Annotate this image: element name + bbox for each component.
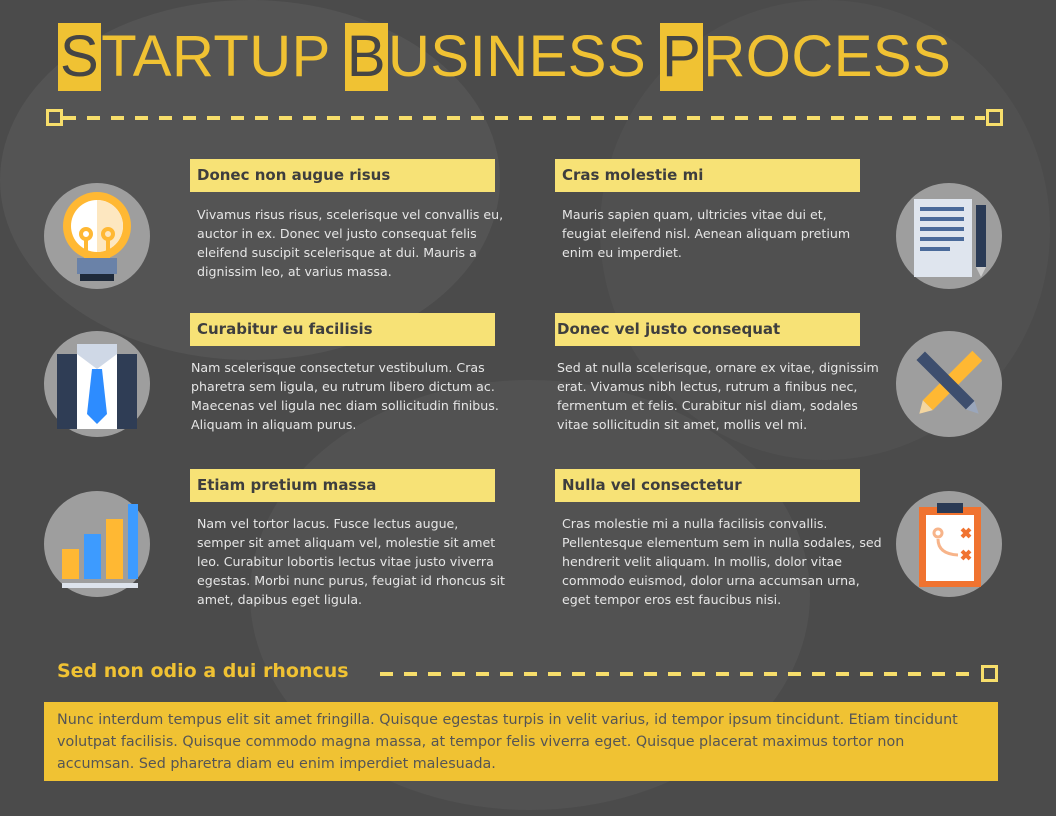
- clipboard-strategy-icon: [896, 491, 1002, 597]
- footer-title: Sed non odio a dui rhoncus: [57, 660, 349, 682]
- section-title: Etiam pretium massa: [190, 469, 495, 502]
- document-pen-icon: [896, 183, 1002, 289]
- section-text: Mauris sapien quam, ultricies vitae dui …: [562, 207, 851, 260]
- section-text: Cras molestie mi a nulla facilisis conva…: [562, 516, 882, 607]
- pencil-pen-crossed-icon: [896, 331, 1002, 437]
- section-title: Cras molestie mi: [555, 159, 860, 192]
- section-title: Donec vel justo consequat: [555, 313, 860, 346]
- footer-text-box: Nunc interdum tempus elit sit amet fring…: [44, 702, 998, 781]
- section-text: Sed at nulla scelerisque, ornare ex vita…: [557, 360, 879, 432]
- section-text: Vivamus risus risus, scelerisque vel con…: [197, 207, 504, 279]
- dashed-divider: [380, 672, 980, 676]
- suit-tie-icon: [44, 331, 150, 437]
- divider-end-square: [981, 665, 998, 682]
- section-title: Donec non augue risus: [190, 159, 495, 192]
- bar-chart-icon: [44, 491, 150, 597]
- section-title: Nulla vel consectetur: [555, 469, 860, 502]
- section-text: Nam scelerisque consectetur vestibulum. …: [191, 360, 499, 432]
- section-text: Nam vel tortor lacus. Fusce lectus augue…: [197, 516, 505, 607]
- lightbulb-icon: [44, 183, 150, 289]
- divider-end-square: [46, 109, 63, 126]
- section-title: Curabitur eu facilisis: [190, 313, 495, 346]
- dashed-divider: [63, 116, 985, 120]
- divider-end-square: [986, 109, 1003, 126]
